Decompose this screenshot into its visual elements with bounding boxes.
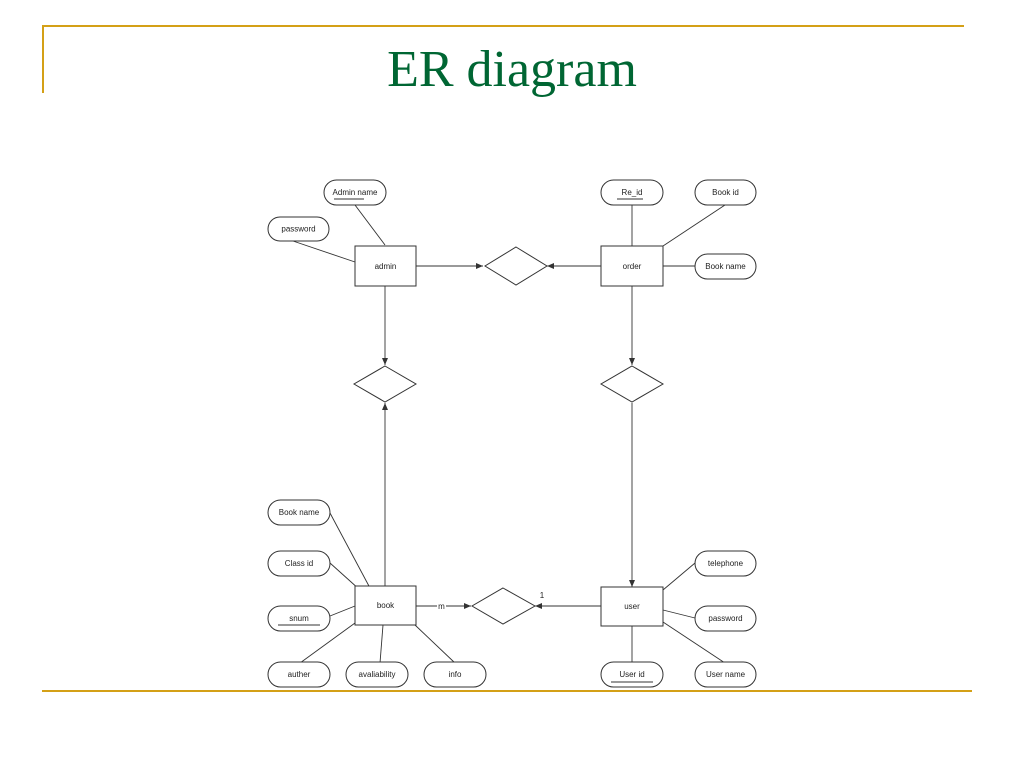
attr-book-book-name-label: Book name [279, 508, 320, 517]
link-admin-name [354, 204, 386, 246]
attr-user-id-label: User id [619, 670, 644, 679]
attr-auther-label: auther [288, 670, 311, 679]
attr-order-book-id [694, 179, 757, 206]
cardinality-many-bg [437, 601, 446, 611]
attr-book-book-name [267, 499, 331, 526]
attr-re-id-label: Re_id [622, 188, 643, 197]
link-order-book-id [662, 204, 726, 247]
link-snum [329, 605, 356, 617]
attr-telephone-label: telephone [708, 559, 744, 568]
left-accent-line [42, 25, 44, 93]
entity-admin [354, 245, 417, 287]
relationship-book-user [471, 587, 537, 625]
slide-title: ER diagram [387, 41, 637, 98]
attr-user-password-label: password [708, 614, 742, 623]
bottom-accent-line [42, 690, 972, 692]
relationship-admin-book [353, 365, 417, 403]
attr-re-id [600, 179, 664, 206]
attr-admin-name-label: Admin name [333, 188, 378, 197]
attr-admin-password-label: password [281, 225, 315, 234]
link-info [414, 624, 456, 664]
top-accent-line [42, 25, 964, 27]
attr-user-password [694, 605, 757, 632]
attr-order-book-name-label: Book name [705, 262, 746, 271]
cardinality-many: m [438, 602, 445, 611]
link-user-name [662, 621, 726, 664]
attr-order-book-id-label: Book id [712, 188, 739, 197]
attr-snum-label: snum [289, 614, 309, 623]
cardinality-one: 1 [540, 591, 545, 600]
attr-availability-label: avaliability [359, 670, 396, 679]
connector-lines [289, 204, 726, 664]
entity-admin-label: admin [375, 262, 397, 271]
attr-user-name-label: User name [706, 670, 746, 679]
attr-user-name [694, 661, 757, 688]
link-book-book-name [329, 512, 371, 589]
entity-book [354, 585, 417, 626]
relationship-admin-order [484, 246, 548, 286]
link-telephone [662, 562, 696, 591]
attr-order-book-name [694, 253, 757, 280]
entity-order-label: order [623, 262, 642, 271]
entity-order [600, 245, 664, 287]
attr-class-id-label: Class id [285, 559, 313, 568]
relationship-order-user [600, 365, 664, 403]
entity-user [600, 586, 664, 627]
attr-info-label: info [449, 670, 462, 679]
link-admin-password [289, 239, 356, 263]
attr-telephone [694, 550, 757, 577]
attr-class-id [267, 550, 331, 577]
attr-auther [267, 661, 331, 688]
attr-user-id [600, 661, 664, 688]
entity-user-label: user [624, 602, 640, 611]
link-availability [379, 624, 384, 664]
entity-book-label: book [377, 601, 395, 610]
attr-availability [345, 661, 409, 688]
attr-admin-password [267, 216, 330, 242]
link-user-password [662, 609, 696, 619]
link-auther [299, 622, 356, 664]
attr-info [423, 661, 487, 688]
